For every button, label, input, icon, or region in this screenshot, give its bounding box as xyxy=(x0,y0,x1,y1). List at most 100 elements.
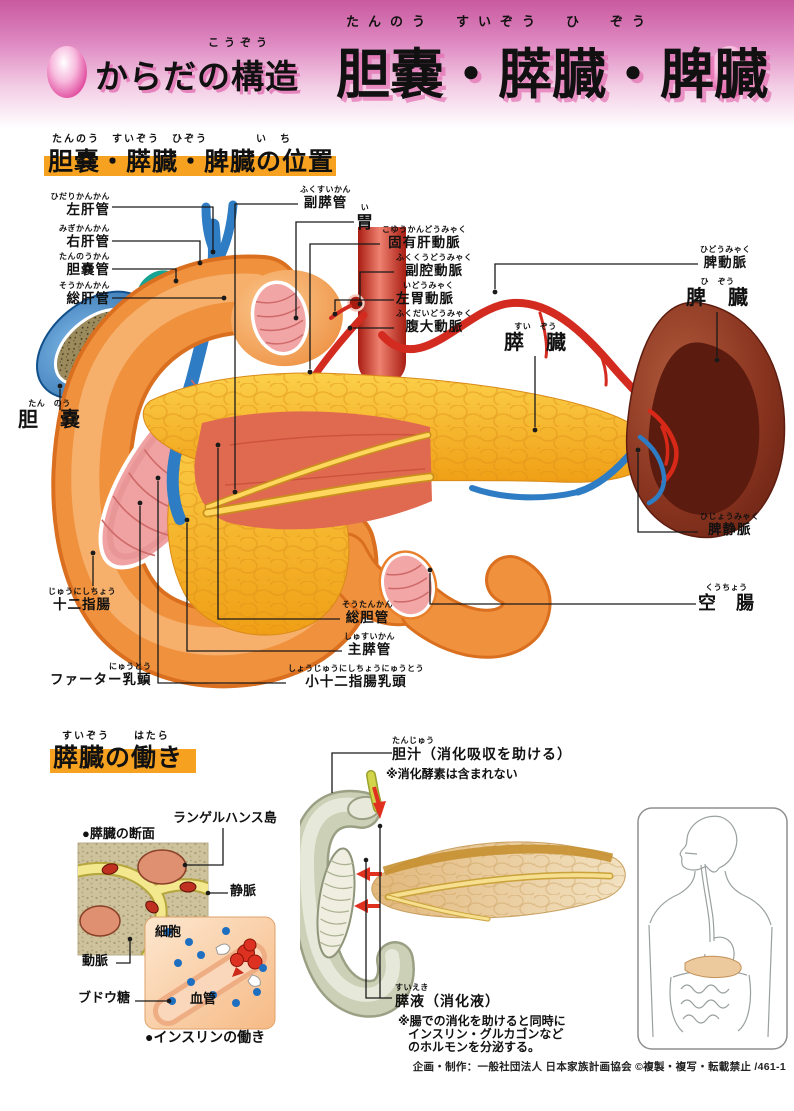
main-title: 胆嚢・膵臓・脾臓 xyxy=(336,45,768,105)
hilum-vessels xyxy=(637,408,679,506)
furigana: たんのうかん xyxy=(59,252,110,261)
glucose-dots xyxy=(164,927,267,1007)
label-text: 胆汁（消化吸収を助ける） xyxy=(392,746,572,762)
leader-dots xyxy=(57,249,720,573)
furigana: そうかんかん xyxy=(59,281,110,290)
header-banner: こうぞう からだの構造 たんのう すいぞう ひ ぞう 胆嚢・膵臓・脾臓 xyxy=(0,0,794,128)
label-text: ファーター乳頭 xyxy=(50,672,152,687)
label-text: 総肝管 xyxy=(66,291,110,306)
label-vater-papilla: にゅうとうファーター乳頭 xyxy=(50,663,152,687)
furigana: くうちょう xyxy=(705,583,748,592)
insulin-panel xyxy=(144,916,276,1030)
spleen-interior xyxy=(648,342,760,515)
section-position-title: 胆嚢・膵臓・脾臓の位置 xyxy=(48,148,335,176)
furigana: すい ぞう xyxy=(514,322,557,331)
label-vein: 静脈 xyxy=(230,883,257,898)
label-text: 小十二指腸乳頭 xyxy=(305,674,407,689)
insulin-arrow xyxy=(232,967,244,977)
furigana: にゅうとう xyxy=(109,662,152,671)
furigana: いどうみゃく xyxy=(403,281,454,290)
category-furigana: こうぞう xyxy=(208,37,272,49)
furigana: ひじょうみゃく xyxy=(700,512,760,521)
label-bile: たんじゅう胆汁（消化吸収を助ける） xyxy=(392,736,572,762)
furigana: ひだりかんかん xyxy=(50,192,110,201)
label-text: 総胆管 xyxy=(345,610,390,625)
label-stomach: い胃 xyxy=(356,203,374,232)
label-spleen: ひ ぞう脾 臓 xyxy=(686,277,749,309)
leader-dots-cells xyxy=(127,862,211,1004)
portal-vein-lower xyxy=(166,445,186,525)
label-main-pancreatic-duct: しゅすいかん主膵管 xyxy=(344,633,395,657)
splenic-artery-shape xyxy=(378,298,654,414)
label-pancreas: すい ぞう膵 臓 xyxy=(504,322,567,354)
label-text: 固有肝動脈 xyxy=(388,235,461,250)
label-text: 主膵管 xyxy=(347,642,392,657)
label-text: 脾静脈 xyxy=(708,522,752,537)
label-text: 脾 臓 xyxy=(686,287,749,309)
label-pancreatic-juice: すいえき膵液（消化液） xyxy=(395,983,500,1009)
label-text: 腹大動脈 xyxy=(405,319,464,334)
pancreas-highlight xyxy=(684,955,742,979)
insulin-cluster xyxy=(230,938,263,970)
leader-dots-secretion xyxy=(363,823,383,863)
hand-shapes xyxy=(215,943,261,987)
furigana: ふくすいかん xyxy=(300,185,351,194)
furigana: そうたんかん xyxy=(342,600,393,609)
pancreatic-ducts xyxy=(202,431,435,518)
juice-note-line1: ※腸での消化を助けると同時に xyxy=(398,1014,566,1028)
bile-arrow xyxy=(372,786,386,819)
label-text: 副膵管 xyxy=(303,195,348,210)
label-text: 空 腸 xyxy=(698,593,755,613)
aorta-shape xyxy=(347,227,406,385)
label-insulin-heading: ●インスリンの働き xyxy=(145,1029,266,1045)
label-splenic-artery: ひどうみゃく脾動脈 xyxy=(700,246,751,270)
label-left-gastric-artery: いどうみゃく左胃動脈 xyxy=(396,282,454,306)
furigana: たん のう xyxy=(28,399,71,408)
label-text: 胃 xyxy=(356,213,374,232)
label-splenic-vein: ひじょうみゃく脾静脈 xyxy=(700,513,760,537)
juice-note-line3: のホルモンを分泌する。 xyxy=(408,1040,541,1054)
label-text: 膵 臓 xyxy=(504,332,567,354)
duodenum2-cut-interior xyxy=(316,847,356,959)
furigana: たんじゅう xyxy=(392,736,435,745)
splenic-vein-shape xyxy=(469,485,581,501)
section-position-highlight xyxy=(44,156,336,176)
jejunum-cut-face xyxy=(378,550,438,620)
label-accessory-pancreatic-duct: ふくすいかん副膵管 xyxy=(300,186,351,210)
stomach-bulb-shape xyxy=(231,269,343,367)
label-right-hepatic-duct: みぎかんかん右肝管 xyxy=(59,225,110,249)
label-common-hepatic-duct: そうかんかん総肝管 xyxy=(59,282,110,306)
leader-lines-secretion xyxy=(331,752,392,999)
label-text: 右肝管 xyxy=(66,234,110,249)
label-cross-section-heading: ●膵臓の断面 xyxy=(82,826,155,841)
furigana: ひ ぞう xyxy=(700,277,735,286)
furigana: すいえき xyxy=(395,983,429,992)
category-title: からだの構造 xyxy=(95,58,299,95)
left-gastric-artery-shape xyxy=(329,304,352,320)
label-glucose: ブドウ糖 xyxy=(78,990,131,1005)
furigana: い xyxy=(360,203,370,212)
furigana: こゆうかんどうみゃく xyxy=(382,225,467,234)
furigana: ふくくうどうみゃく xyxy=(396,253,473,262)
main-anatomy-illustration xyxy=(36,200,786,689)
furigana: みぎかんかん xyxy=(59,224,110,233)
label-text: 十二指腸 xyxy=(53,597,111,612)
section-function-highlight xyxy=(50,749,196,773)
label-common-bile-duct: そうたんかん総胆管 xyxy=(342,601,393,625)
pink-oval-icon xyxy=(710,46,750,98)
section-position-furigana: たんのう すいぞう ひぞう い ち xyxy=(52,134,292,145)
furigana: ふくだいどうみゃく xyxy=(396,309,473,318)
label-blood-vessel: 血管 xyxy=(190,991,217,1006)
furigana: しょうじゅうにしちょうにゅうとう xyxy=(288,664,424,673)
jejunum-cut-end xyxy=(378,550,552,659)
section-function-furigana: すいぞう はたら xyxy=(62,731,170,742)
label-text: 膵液（消化液） xyxy=(395,993,500,1009)
label-text: 左胃動脈 xyxy=(396,291,454,306)
section-function-title: 膵臓の働き xyxy=(53,744,184,772)
label-jejunum: くうちょう空 腸 xyxy=(698,583,755,613)
label-artery: 動脈 xyxy=(82,953,109,968)
body-outline-diagram xyxy=(637,807,788,1050)
label-celiac-artery: ふくくうどうみゃく副腔動脈 xyxy=(396,254,472,278)
label-proper-hepatic-artery: こゆうかんどうみゃく固有肝動脈 xyxy=(382,226,467,250)
